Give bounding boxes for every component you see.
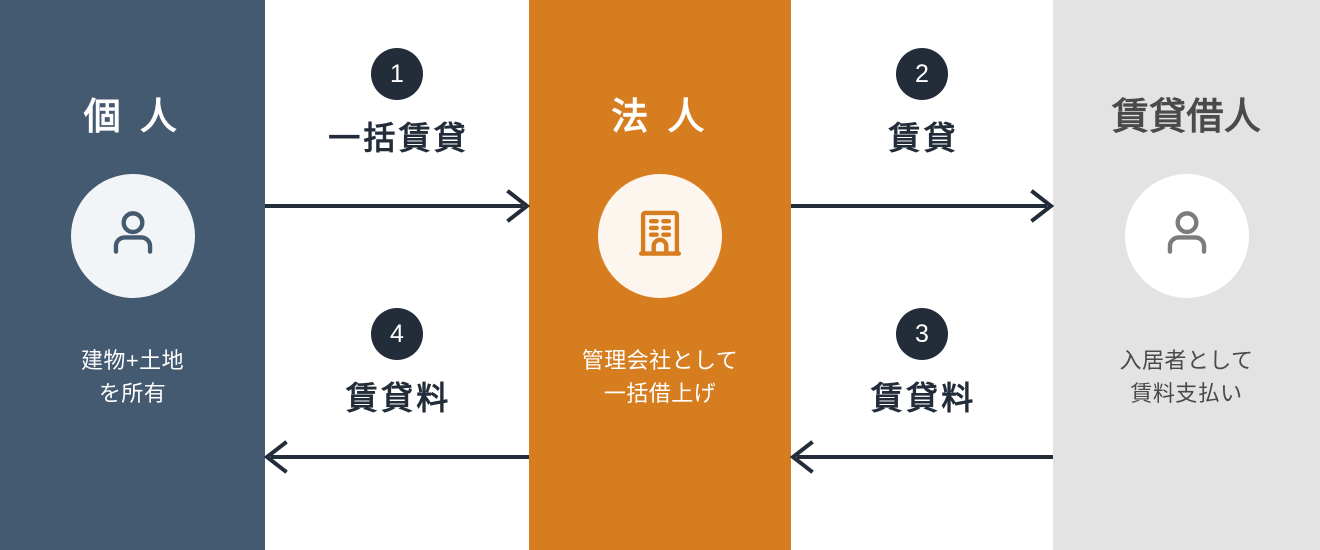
party-title-company: 法 人 xyxy=(611,96,709,137)
avatar-individual xyxy=(70,173,195,298)
building-icon xyxy=(631,204,689,267)
party-caption-individual: 建物+土地 を所有 xyxy=(80,347,185,406)
flow-1-arrow-right-icon xyxy=(265,186,529,226)
avatar-company xyxy=(598,173,722,298)
party-panel-company: 法 人 管理会社として 一括借上げ xyxy=(529,0,791,550)
flow-3-badge: 3 xyxy=(896,308,948,360)
party-caption-tenant: 入居者として 賃料支払い xyxy=(1119,347,1254,406)
flow-3-label: 賃貸料 xyxy=(870,380,977,416)
flow-4-label: 賃貸料 xyxy=(345,380,452,416)
party-panel-tenant: 賃貸借人 入居者として 賃料支払い xyxy=(1053,0,1320,550)
flow-3-arrow-left-icon xyxy=(791,437,1053,477)
person-icon xyxy=(102,202,164,269)
party-title-individual: 個 人 xyxy=(83,96,182,137)
flow-2-badge: 2 xyxy=(896,48,948,100)
flow-4-arrow-left-icon xyxy=(265,437,529,477)
flow-4-badge: 4 xyxy=(371,308,423,360)
party-title-tenant: 賃貸借人 xyxy=(1111,96,1262,137)
party-caption-company: 管理会社として 一括借上げ xyxy=(581,347,739,406)
flow-1-badge: 1 xyxy=(371,48,423,100)
flow-1-label: 一括賃貸 xyxy=(328,120,469,156)
flow-2-arrow-right-icon xyxy=(791,186,1053,226)
party-panel-individual: 個 人 建物+土地 を所有 xyxy=(0,0,265,550)
person-icon xyxy=(1156,202,1218,269)
avatar-tenant xyxy=(1124,173,1249,298)
flow-2-label: 賃貸 xyxy=(888,120,959,156)
